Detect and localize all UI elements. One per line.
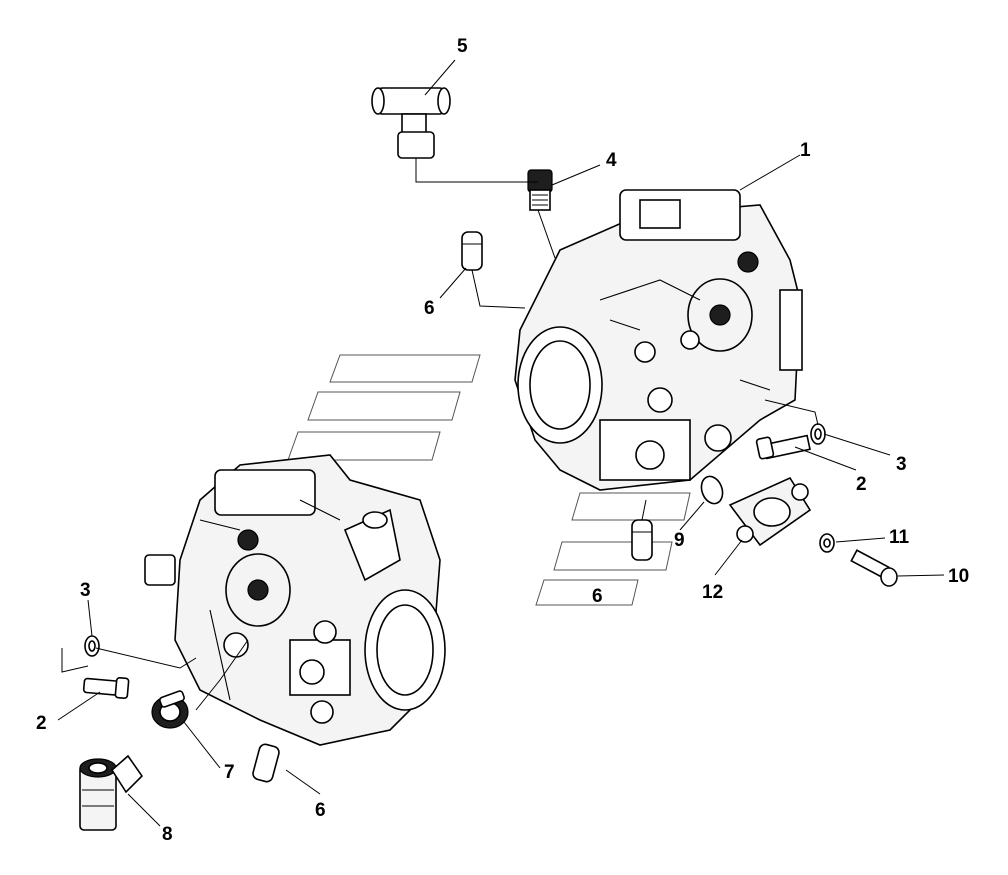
o-ring-9: [700, 475, 724, 505]
callout-1: 1: [800, 140, 811, 161]
callout-6-right: 6: [592, 586, 603, 607]
callout-4: 4: [606, 150, 617, 171]
callout-3-left: 3: [80, 580, 91, 601]
callout-6-top: 6: [424, 298, 435, 319]
washer-3-left: [84, 635, 100, 657]
plug-6-lower: [252, 743, 280, 783]
washer-11: [819, 533, 835, 553]
fitting-7: [151, 690, 189, 729]
plug-6-right: [631, 519, 653, 561]
callout-2-right: 2: [856, 474, 867, 495]
callout-10: 10: [948, 566, 969, 587]
adapter-4: [527, 169, 553, 211]
bolt-2-right: [755, 434, 811, 460]
callout-6-lower: 6: [315, 800, 326, 821]
elbow-fitting-8: [79, 754, 144, 831]
bolt-2-left: [82, 676, 130, 700]
callout-labels: 1 2 2 3 3 4 5 6 6 6 7 8 9 10 11 12: [36, 36, 969, 845]
flange-clamp-12: [728, 476, 812, 547]
plug-6-top: [461, 231, 483, 271]
callout-5: 5: [457, 36, 468, 57]
tee-fitting-5: [371, 87, 451, 159]
washer-3-right: [810, 423, 826, 445]
callout-3-right: 3: [896, 454, 907, 475]
leader-lines: [57, 59, 945, 827]
callout-12: 12: [702, 582, 723, 603]
pump-2: [144, 454, 446, 746]
callout-9: 9: [674, 530, 685, 551]
callout-7: 7: [224, 762, 235, 783]
callout-11: 11: [889, 527, 910, 548]
pump-1: [514, 189, 803, 491]
callout-2-left: 2: [36, 713, 47, 734]
bolt-10: [850, 549, 898, 587]
callout-8: 8: [162, 824, 173, 845]
